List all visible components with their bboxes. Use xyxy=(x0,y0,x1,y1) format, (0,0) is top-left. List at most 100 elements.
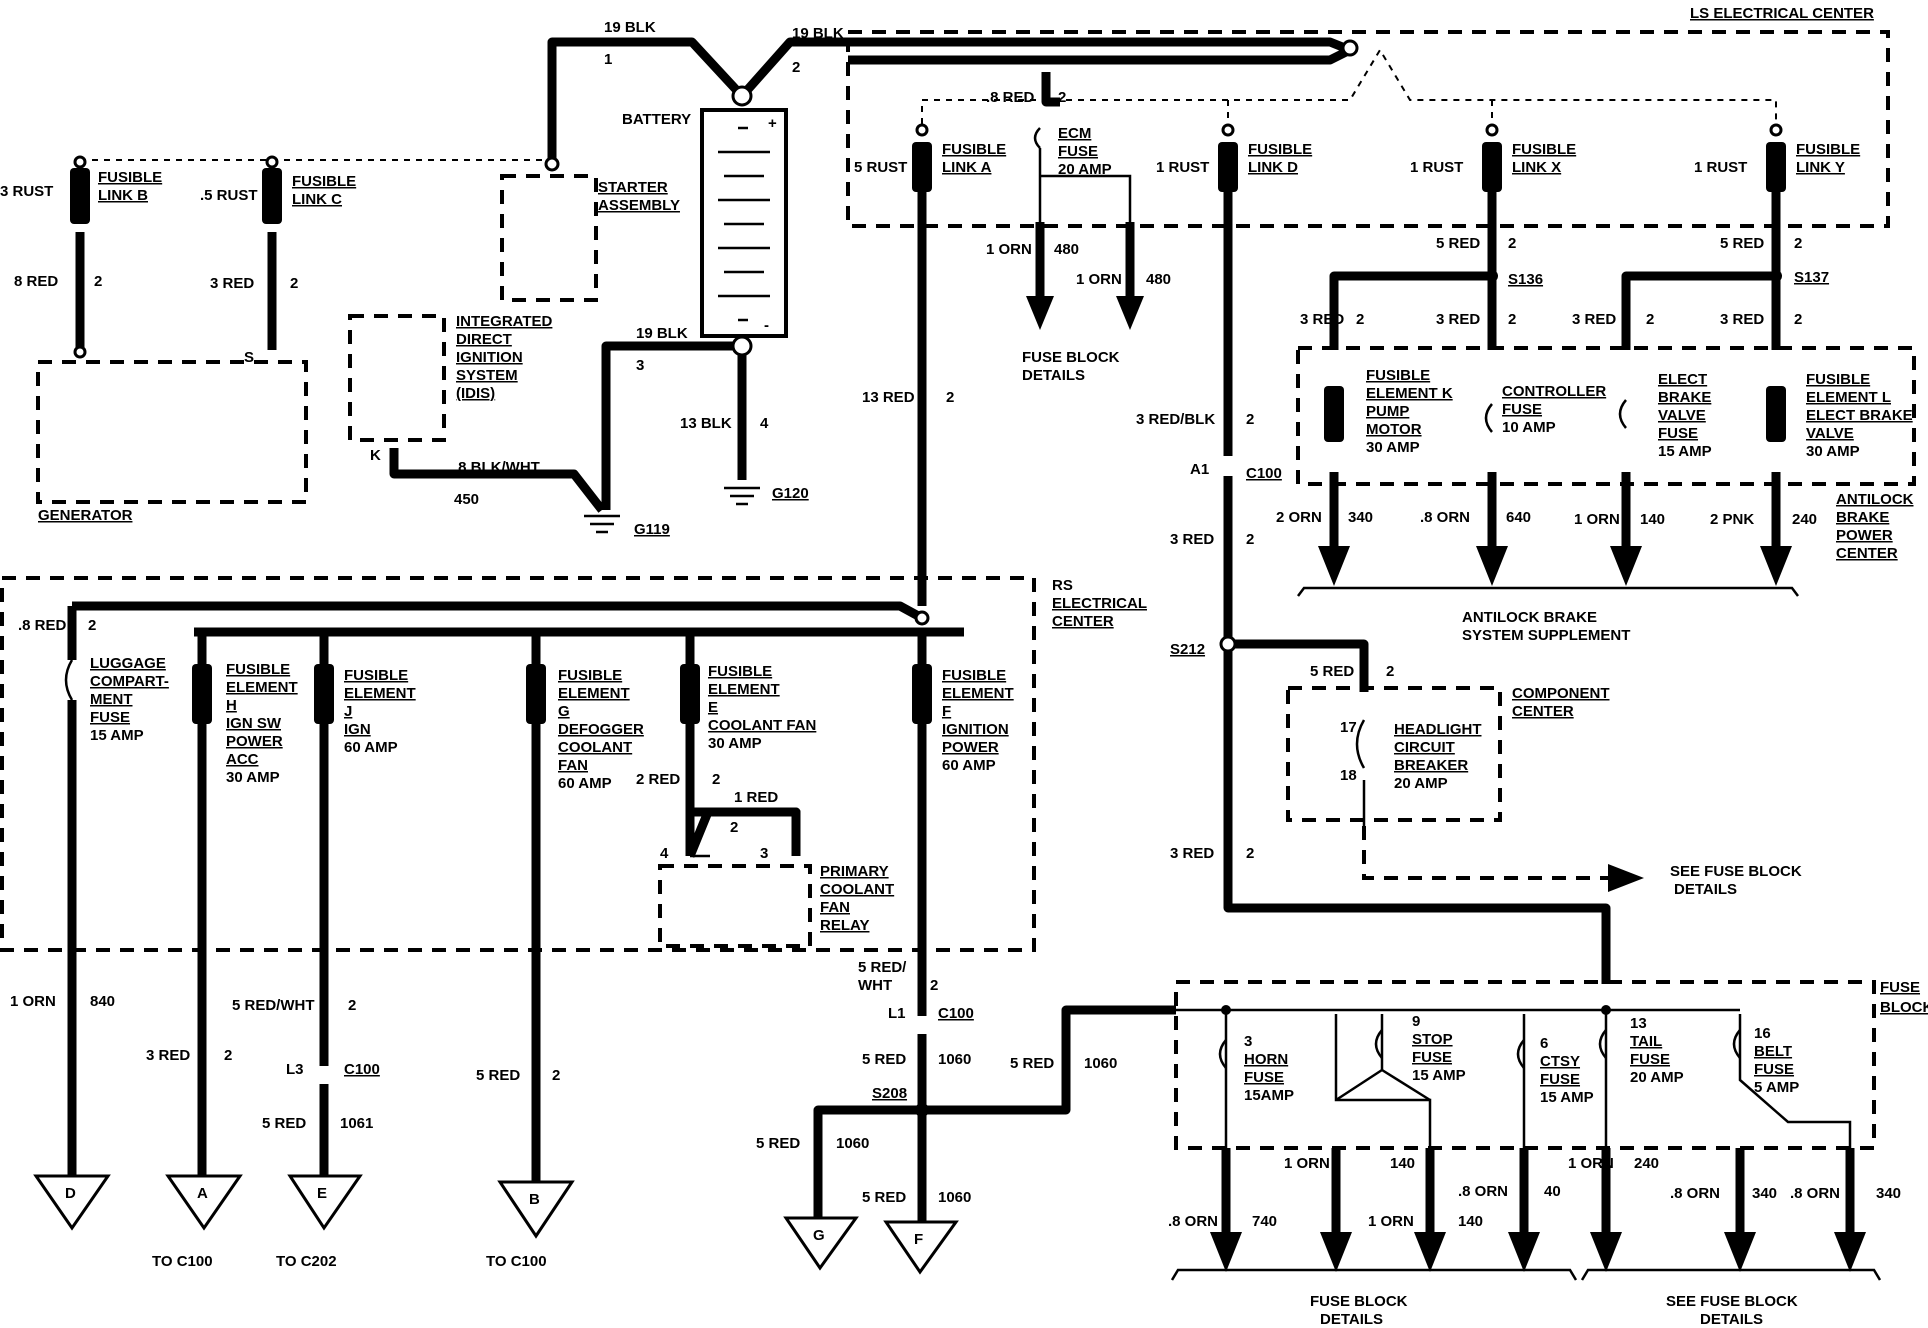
terminal-f xyxy=(883,1220,959,1275)
rs-center-title-1: RS xyxy=(1052,577,1073,594)
svg-text:19 BLK: 19 BLK xyxy=(792,25,844,42)
svg-text:G: G xyxy=(813,1227,825,1244)
fuse-symbols xyxy=(64,127,1741,1069)
svg-text:LUGGAGE: LUGGAGE xyxy=(90,655,166,672)
svg-text:S: S xyxy=(244,349,254,366)
svg-text:FUSE BLOCK: FUSE BLOCK xyxy=(1022,349,1120,366)
svg-text:1 ORN: 1 ORN xyxy=(1076,271,1122,288)
svg-text:FUSE: FUSE xyxy=(1630,1051,1670,1068)
svg-text:LINK A: LINK A xyxy=(942,159,992,176)
svg-text:5 RED: 5 RED xyxy=(1436,235,1480,252)
svg-text:ASSEMBLY: ASSEMBLY xyxy=(598,197,680,214)
svg-text:2: 2 xyxy=(552,1067,560,1084)
svg-text:L1: L1 xyxy=(888,1005,906,1022)
svg-text:3 RED/BLK: 3 RED/BLK xyxy=(1136,411,1215,428)
svg-text:30 AMP: 30 AMP xyxy=(1806,443,1860,460)
svg-text:480: 480 xyxy=(1054,241,1079,258)
svg-text:480: 480 xyxy=(1146,271,1171,288)
ground-symbols xyxy=(584,486,760,534)
component-center-box xyxy=(1286,686,1502,822)
svg-text:TO C100: TO C100 xyxy=(152,1253,213,1270)
svg-text:340: 340 xyxy=(1876,1185,1901,1202)
svg-text:1 ORN: 1 ORN xyxy=(1568,1155,1614,1172)
svg-text:C100: C100 xyxy=(344,1061,380,1078)
svg-text:FUSIBLE: FUSIBLE xyxy=(292,173,356,190)
svg-text:COOLANT FAN: COOLANT FAN xyxy=(708,717,816,734)
svg-text:2: 2 xyxy=(1794,311,1802,328)
svg-text:FUSIBLE: FUSIBLE xyxy=(98,169,162,186)
svg-text:5 RED: 5 RED xyxy=(756,1135,800,1152)
svg-text:340: 340 xyxy=(1348,509,1373,526)
svg-text:POWER: POWER xyxy=(226,733,283,750)
svg-text:SYSTEM SUPPLEMENT: SYSTEM SUPPLEMENT xyxy=(1462,627,1630,644)
svg-text:1060: 1060 xyxy=(1084,1055,1117,1072)
svg-text:.8 ORN: .8 ORN xyxy=(1420,509,1470,526)
svg-text:2: 2 xyxy=(730,819,738,836)
svg-text:DETAILS: DETAILS xyxy=(1674,881,1737,898)
svg-text:2: 2 xyxy=(94,273,102,290)
svg-text:HORN: HORN xyxy=(1244,1051,1288,1068)
svg-text:INTEGRATED: INTEGRATED xyxy=(456,313,553,330)
idis-box xyxy=(348,314,446,442)
svg-text:D: D xyxy=(65,1185,76,1202)
svg-text:2: 2 xyxy=(946,389,954,406)
svg-text:IGNITION: IGNITION xyxy=(942,721,1009,738)
svg-text:+: + xyxy=(768,115,777,132)
svg-text:2: 2 xyxy=(792,59,800,76)
svg-text:5 RED: 5 RED xyxy=(476,1067,520,1084)
svg-text:340: 340 xyxy=(1752,1185,1777,1202)
svg-text:VALVE: VALVE xyxy=(1806,425,1854,442)
svg-text:MENT: MENT xyxy=(90,691,133,708)
svg-text:2: 2 xyxy=(290,275,298,292)
svg-text:140: 140 xyxy=(1640,511,1665,528)
terminal-d xyxy=(33,1174,111,1231)
svg-text:F: F xyxy=(914,1231,923,1248)
svg-text:PRIMARY: PRIMARY xyxy=(820,863,889,880)
svg-text:FAN: FAN xyxy=(820,899,850,916)
svg-text:5 AMP: 5 AMP xyxy=(1754,1079,1799,1096)
svg-text:FUSIBLE: FUSIBLE xyxy=(1366,367,1430,384)
svg-text:2: 2 xyxy=(1356,311,1364,328)
svg-text:1 RUST: 1 RUST xyxy=(1694,159,1747,176)
svg-text:3: 3 xyxy=(760,845,768,862)
svg-text:-: - xyxy=(764,317,769,334)
ls-electrical-center-box xyxy=(846,30,1890,228)
nodes xyxy=(73,39,1783,1117)
svg-text:2: 2 xyxy=(1508,235,1516,252)
svg-text:2: 2 xyxy=(1246,845,1254,862)
svg-text:10 AMP: 10 AMP xyxy=(1502,419,1556,436)
svg-text:J: J xyxy=(344,703,352,720)
svg-text:2: 2 xyxy=(1246,411,1254,428)
svg-text:(IDIS): (IDIS) xyxy=(456,385,495,402)
svg-text:19 BLK: 19 BLK xyxy=(636,325,688,342)
svg-text:DIRECT: DIRECT xyxy=(456,331,512,348)
svg-text:FUSE: FUSE xyxy=(1412,1049,1452,1066)
svg-text:640: 640 xyxy=(1506,509,1531,526)
svg-text:COMPART-: COMPART- xyxy=(90,673,169,690)
svg-text:ACC: ACC xyxy=(226,751,259,768)
terminals xyxy=(33,1174,959,1275)
svg-text:1: 1 xyxy=(604,51,612,68)
wires xyxy=(67,37,1855,1232)
generator-label: GENERATOR xyxy=(38,507,133,524)
svg-text:3 RED: 3 RED xyxy=(1300,311,1344,328)
svg-text:STARTER: STARTER xyxy=(598,179,668,196)
svg-text:ELEMENT: ELEMENT xyxy=(558,685,630,702)
svg-text:13 BLK: 13 BLK xyxy=(680,415,732,432)
svg-text:DEFOGGER: DEFOGGER xyxy=(558,721,644,738)
svg-text:S212: S212 xyxy=(1170,641,1205,658)
svg-text:LINK C: LINK C xyxy=(292,191,342,208)
svg-text:FUSIBLE: FUSIBLE xyxy=(558,667,622,684)
svg-text:9: 9 xyxy=(1412,1013,1420,1030)
ground-g119: G119 xyxy=(634,521,670,538)
svg-text:.8 ORN: .8 ORN xyxy=(1458,1183,1508,1200)
svg-text:60 AMP: 60 AMP xyxy=(558,775,612,792)
battery-label: BATTERY xyxy=(622,111,691,128)
svg-text:18: 18 xyxy=(1340,767,1357,784)
svg-text:2: 2 xyxy=(224,1047,232,1064)
svg-text:19 BLK: 19 BLK xyxy=(604,19,656,36)
svg-text:2 RED: 2 RED xyxy=(636,771,680,788)
svg-text:C100: C100 xyxy=(1246,465,1282,482)
svg-text:13 RED: 13 RED xyxy=(862,389,915,406)
svg-text:.5 RUST: .5 RUST xyxy=(200,187,258,204)
